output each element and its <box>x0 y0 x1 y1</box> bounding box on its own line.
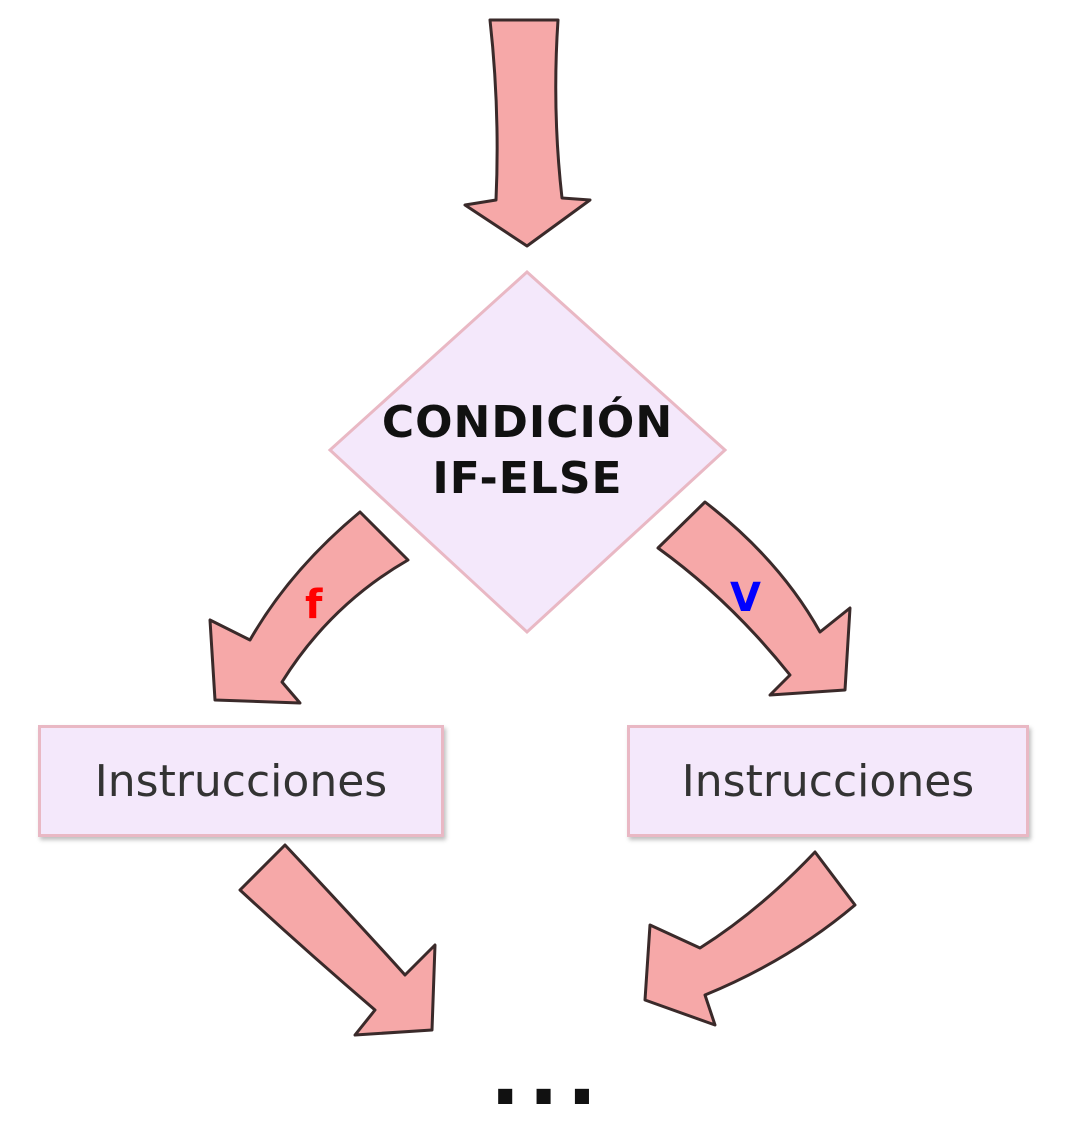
false-instructions-box: Instrucciones <box>38 725 444 837</box>
left-exit-arrow <box>238 843 437 1037</box>
true-branch-arrow <box>656 500 852 697</box>
condition-line1: CONDICIÓN <box>381 397 674 448</box>
condition-text: CONDICIÓN IF-ELSE <box>330 395 725 507</box>
continuation-ellipsis: ... <box>490 1030 606 1123</box>
false-label: f <box>305 582 323 628</box>
right-exit-arrow <box>643 850 857 1027</box>
true-label: V <box>730 575 761 621</box>
condition-line2: IF-ELSE <box>432 453 623 504</box>
true-instructions-box: Instrucciones <box>627 725 1029 837</box>
false-branch-arrow <box>208 510 410 705</box>
condition-diamond <box>327 269 728 635</box>
flowchart-canvas <box>208 18 857 1037</box>
entry-arrow <box>463 18 592 248</box>
